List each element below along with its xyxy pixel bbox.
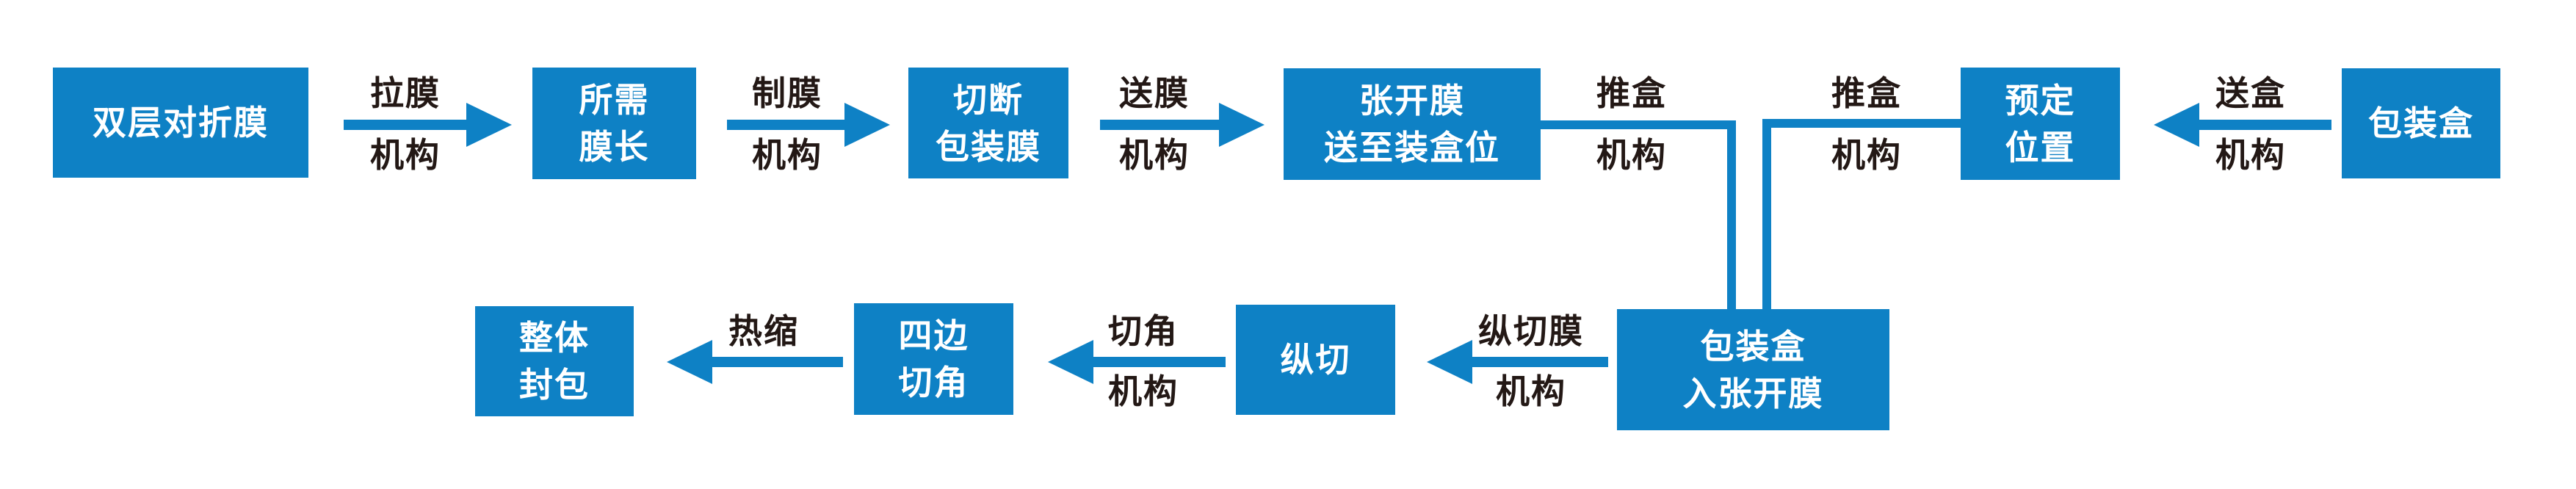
node-text: 送至装盒位	[1324, 128, 1500, 167]
connector-push-box-left-label-top: 推盒	[1596, 74, 1667, 112]
node-text: 切断	[953, 80, 1024, 119]
arrow-corner-cut-shaft	[1093, 357, 1226, 367]
connector-push-box-left-horizontal	[1541, 120, 1736, 129]
arrow-make-film-head-icon	[844, 103, 890, 147]
arrow-pull-film-shaft	[344, 120, 466, 130]
arrow-slit-film-head-icon	[1427, 340, 1472, 384]
arrow-feed-film-label-top: 送膜	[1119, 74, 1190, 112]
node-text: 四边	[898, 316, 969, 355]
node-text: 张开膜	[1359, 82, 1465, 120]
arrow-heat-shrink-head-icon	[667, 340, 712, 384]
node-packaging-box: 包装盒	[2342, 68, 2500, 178]
arrow-pull-film-head-icon	[466, 103, 512, 147]
connector-push-box-left-vertical	[1727, 120, 1736, 309]
arrow-feed-film-head-icon	[1219, 103, 1265, 147]
node-text: 入张开膜	[1682, 374, 1824, 413]
arrow-corner-cut-label-bottom: 机构	[1108, 372, 1179, 410]
arrow-slit-film-label-top: 纵切膜	[1478, 312, 1584, 350]
node-text: 位置	[2005, 128, 2076, 167]
arrow-pull-film-label-top: 拉膜	[370, 74, 441, 112]
connector-push-box-right-horizontal	[1762, 119, 1961, 128]
node-four-side-corner-cut: 四边 切角	[854, 303, 1013, 415]
node-text: 所需	[579, 81, 650, 119]
arrow-feed-box-label-top: 送盒	[2215, 74, 2286, 112]
arrow-pull-film-label-bottom: 机构	[370, 136, 441, 174]
arrow-feed-film-label-bottom: 机构	[1119, 136, 1190, 174]
node-text: 包装盒	[2368, 104, 2474, 142]
node-text: 纵切	[1280, 341, 1351, 379]
arrow-make-film-label-top: 制膜	[752, 74, 822, 112]
arrow-slit-film-label-bottom: 机构	[1496, 372, 1566, 410]
arrow-heat-shrink-label-top: 热缩	[728, 312, 799, 350]
node-longitudinal-cut: 纵切	[1236, 305, 1395, 415]
node-open-film-to-boxing: 张开膜 送至装盒位	[1284, 68, 1541, 180]
arrow-make-film-shaft	[727, 120, 844, 130]
node-cut-packaging-film: 切断 包装膜	[908, 68, 1068, 178]
node-text: 膜长	[579, 128, 650, 166]
arrow-corner-cut-head-icon	[1048, 340, 1093, 384]
node-text: 预定	[2005, 81, 2076, 120]
node-text: 切角	[898, 363, 969, 402]
node-text: 双层对折膜	[93, 104, 269, 142]
connector-push-box-right-vertical	[1762, 119, 1771, 309]
arrow-feed-film-shaft	[1100, 120, 1219, 130]
arrow-feed-box-shaft	[2199, 120, 2331, 130]
node-double-fold-film: 双层对折膜	[53, 68, 308, 178]
arrow-corner-cut-label-top: 切角	[1108, 312, 1179, 350]
node-preset-position: 预定 位置	[1961, 68, 2120, 180]
arrow-feed-box-head-icon	[2154, 103, 2199, 147]
arrow-heat-shrink-shaft	[712, 357, 843, 367]
connector-push-box-left-label-bottom: 机构	[1596, 136, 1667, 174]
arrow-slit-film-shaft	[1472, 357, 1608, 367]
node-text: 包装膜	[936, 127, 1041, 166]
connector-push-box-right-label-bottom: 机构	[1831, 136, 1902, 174]
node-required-film-length: 所需 膜长	[532, 68, 696, 179]
connector-push-box-right-label-top: 推盒	[1831, 74, 1902, 112]
node-box-into-open-film: 包装盒 入张开膜	[1617, 309, 1889, 430]
node-text: 包装盒	[1700, 327, 1806, 366]
arrow-feed-box-label-bottom: 机构	[2215, 136, 2286, 174]
node-overall-sealing: 整体 封包	[475, 306, 634, 416]
arrow-make-film-label-bottom: 机构	[752, 136, 822, 174]
node-text: 封包	[519, 366, 590, 404]
node-text: 整体	[519, 319, 590, 357]
